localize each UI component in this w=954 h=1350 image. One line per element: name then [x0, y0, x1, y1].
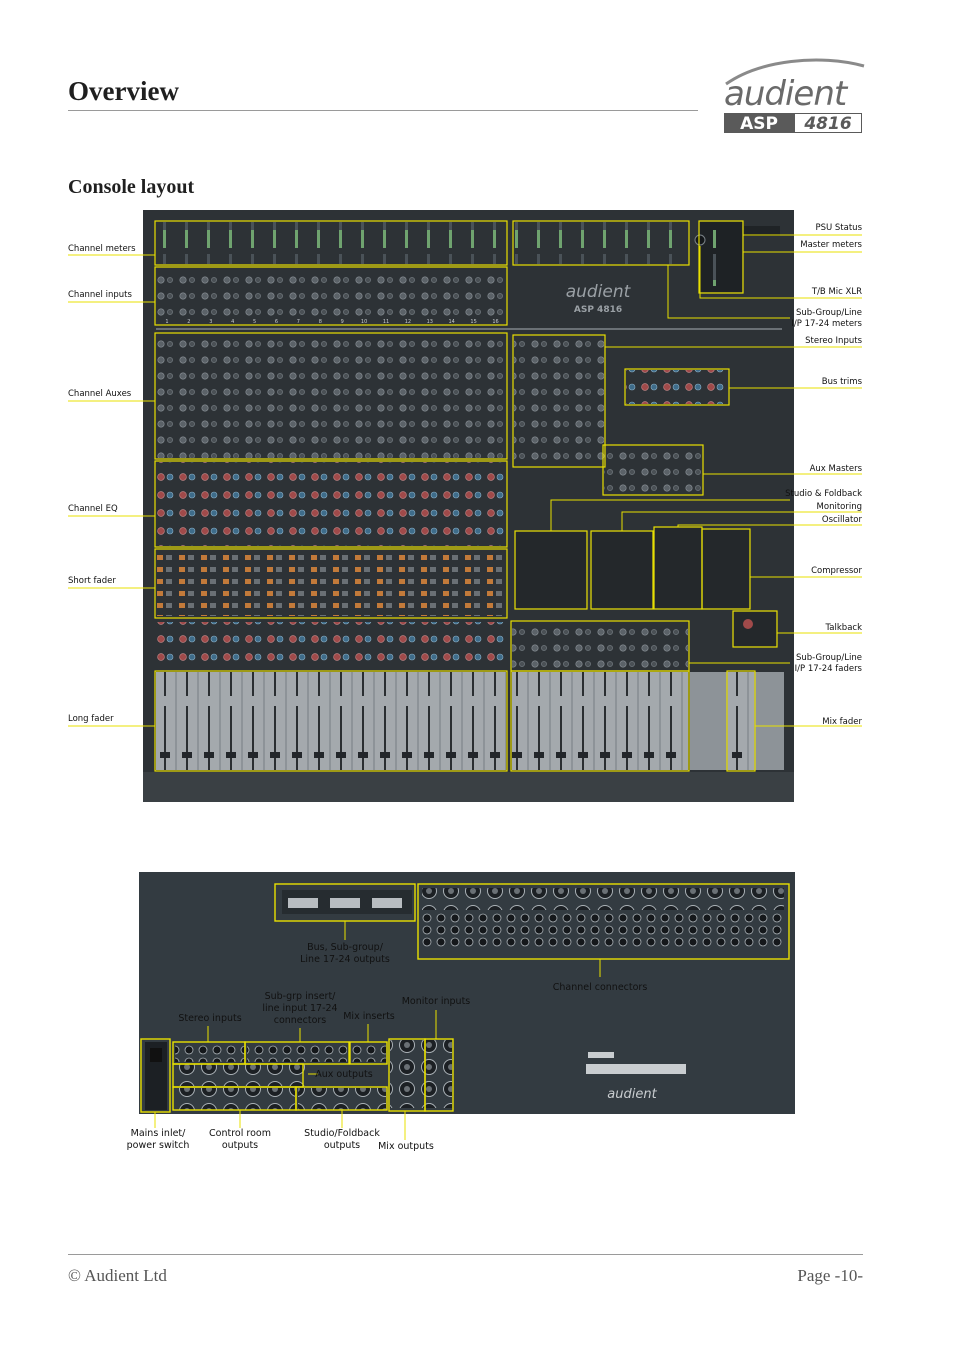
label-talkback: Talkback: [826, 623, 862, 633]
channel-number: 15: [470, 319, 476, 325]
label-channel-inputs: Channel inputs: [68, 290, 132, 300]
label-master-meters: Master meters: [800, 240, 862, 250]
channel-number: 6: [275, 319, 278, 325]
label-channel-auxes: Channel Auxes: [68, 389, 131, 399]
label-subgroup-meters-1: Sub-Group/Line: [796, 308, 862, 318]
label-monitoring: Monitoring: [817, 502, 862, 512]
console-rear-view: audient: [0, 860, 954, 1160]
label-mix-outputs: Mix outputs: [372, 1141, 440, 1153]
channel-number: 5: [253, 319, 256, 325]
channel-number: 2: [187, 319, 190, 325]
label-control-room-1: Control room: [200, 1128, 280, 1140]
channel-number: 3: [209, 319, 212, 325]
page-title: Overview: [68, 76, 179, 107]
label-short-fader: Short fader: [68, 576, 116, 586]
channel-number: 13: [427, 319, 433, 325]
label-stereo-inputs: Stereo Inputs: [805, 336, 862, 346]
logo-model-badge: ASP 4816: [724, 113, 862, 133]
logo-wordmark: audient: [724, 74, 846, 114]
channel-number: 7: [297, 319, 300, 325]
label-bus-outputs-2: Line 17-24 outputs: [300, 954, 390, 966]
label-control-room-2: outputs: [200, 1140, 280, 1152]
channel-number: 9: [341, 319, 344, 325]
label-mains-inlet-1: Mains inlet/: [120, 1128, 196, 1140]
section-title: Console layout: [68, 176, 194, 199]
channel-number: 10: [361, 319, 367, 325]
label-bus-trims: Bus trims: [822, 377, 862, 387]
rear-panel-logo: audient: [607, 1087, 657, 1102]
label-subgrp-insert-2: line input 17-24: [255, 1003, 345, 1015]
label-channel-meters: Channel meters: [68, 244, 136, 254]
channel-number: 11: [383, 319, 389, 325]
label-compressor: Compressor: [811, 566, 862, 576]
label-studio-foldback-1: Studio/Foldback: [297, 1128, 387, 1140]
label-channel-eq: Channel EQ: [68, 504, 118, 514]
logo-model-number: 4816: [803, 114, 851, 133]
channel-number: 16: [492, 319, 498, 325]
label-mix-inserts: Mix inserts: [340, 1011, 398, 1023]
channel-number: 14: [449, 319, 455, 325]
title-divider: [68, 110, 698, 111]
label-subgrp-insert-1: Sub-grp insert/: [255, 991, 345, 1003]
footer-divider: [68, 1254, 863, 1255]
label-tb-mic-xlr: T/B Mic XLR: [812, 287, 862, 297]
label-studio-foldback: Studio & Foldback: [785, 489, 862, 499]
label-oscillator: Oscillator: [822, 515, 862, 525]
console-logo-text: audient: [566, 282, 632, 302]
channel-number: 8: [319, 319, 322, 325]
label-subgroup-faders-2: I/P 17-24 faders: [795, 664, 862, 674]
console-model-text: ASP 4816: [574, 305, 622, 315]
channel-number: 4: [231, 319, 234, 325]
channel-number: 1: [165, 319, 168, 325]
logo-model-prefix: ASP: [740, 114, 778, 133]
label-monitor-inputs: Monitor inputs: [398, 996, 474, 1008]
label-mix-fader: Mix fader: [822, 717, 862, 727]
label-channel-connectors: Channel connectors: [545, 982, 655, 994]
label-aux-masters: Aux Masters: [810, 464, 862, 474]
label-aux-outputs: Aux outputs: [312, 1069, 376, 1081]
footer-page-number: Page -10-: [797, 1266, 863, 1286]
label-long-fader: Long fader: [68, 714, 114, 724]
footer-copyright: © Audient Ltd: [68, 1266, 167, 1286]
label-subgroup-faders-1: Sub-Group/Line: [796, 653, 862, 663]
label-subgrp-insert-3: connectors: [255, 1015, 345, 1027]
label-bus-outputs-1: Bus, Sub-group/: [300, 942, 390, 954]
label-stereo-inputs-rear: Stereo inputs: [170, 1013, 250, 1025]
label-mains-inlet-2: power switch: [120, 1140, 196, 1152]
label-subgroup-meters-2: I/P 17-24 meters: [791, 319, 862, 329]
channel-number: 12: [405, 319, 411, 325]
label-psu-status: PSU Status: [815, 223, 862, 233]
